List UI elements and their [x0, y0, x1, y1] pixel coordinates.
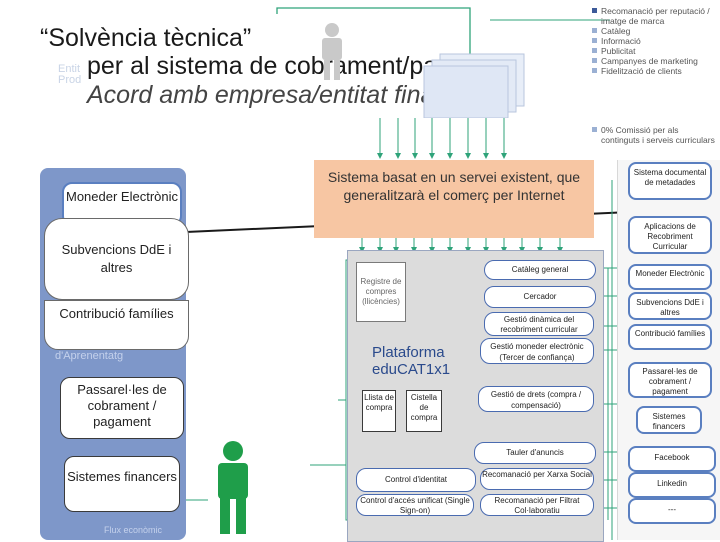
recomanacio-filtrat-label: Recomanació per Filtrat Col·laboratiu — [494, 496, 580, 515]
left-sistemes-box[interactable]: Sistemes financers — [64, 456, 180, 512]
right-more-label: --- — [668, 505, 676, 514]
benefit-item: Publicitat — [592, 46, 716, 56]
cataleg-pill[interactable]: Catàleg general — [484, 260, 596, 280]
right-metadades-label: Sistema documental de metadades — [633, 168, 707, 187]
right-contribucio-label: Contribució famílies — [634, 329, 706, 338]
left-contribucio-label: Contribució famílies — [59, 306, 174, 321]
control-identitat-label: Control d'identitat — [384, 475, 447, 484]
recomanacio-filtrat-pill[interactable]: Recomanació per Filtrat Col·laboratiu — [480, 494, 594, 516]
llista-box[interactable]: Llista de compra — [362, 390, 396, 432]
benefit-item: Recomanació per reputació / imatge de ma… — [592, 6, 716, 26]
left-subvencions-label: Subvencions DdE i altres — [61, 242, 172, 275]
right-facebook-box[interactable]: Facebook — [628, 446, 716, 472]
cercador-pill[interactable]: Cercador — [484, 286, 596, 308]
left-subvencions-box[interactable]: Subvencions DdE i altres — [44, 218, 189, 300]
right-metadades-box[interactable]: Sistema documental de metadades — [628, 162, 712, 200]
cercador-label: Cercador — [523, 292, 557, 301]
recomanacio-xarxa-pill[interactable]: Recomanació per Xarxa Social — [480, 468, 594, 490]
left-sistemes-label: Sistemes financers — [67, 469, 177, 484]
platform-name: Plataforma eduCAT1x1 — [372, 344, 451, 378]
right-aplicacions-box[interactable]: Aplicacions de Recobriment Curricular — [628, 216, 712, 254]
ghost-aprenentatge: d'Aprenentatg — [55, 350, 124, 362]
right-subvencions-label: Subvencions DdE i altres — [636, 298, 704, 317]
commission-item: 0% Comissió per als continguts i serveis… — [592, 125, 716, 145]
gestio-drets-label: Gestió de drets (compra / compensació) — [490, 390, 582, 410]
benefit-list: Recomanació per reputació / imatge de ma… — [592, 6, 716, 76]
control-acces-pill[interactable]: Control d'accés unificat (Single Sign-on… — [356, 494, 474, 516]
recomanacio-xarxa-label: Recomanació per Xarxa Social — [482, 470, 592, 479]
right-subvencions-box[interactable]: Subvencions DdE i altres — [628, 292, 712, 320]
tauler-label: Tauler d'anuncis — [506, 448, 564, 457]
left-contribucio-box[interactable]: Contribució famílies — [44, 300, 189, 350]
right-moneder-box[interactable]: Moneder Electrònic — [628, 264, 712, 290]
right-linkedin-box[interactable]: Linkedin — [628, 472, 716, 498]
cistella-label: Cistella de compra — [410, 393, 438, 422]
title-line-1: “Solvència tècnica” — [40, 24, 252, 52]
right-passarel-box[interactable]: Passarel·les de cobrament / pagament — [628, 362, 712, 398]
ghost-text-2: Prod — [58, 74, 82, 86]
right-sistemes-label: Sistemes financers — [652, 412, 686, 431]
cataleg-label: Catàleg general — [511, 265, 569, 274]
right-contribucio-box[interactable]: Contribució famílies — [628, 324, 712, 350]
system-description: Sistema basat en un servei existent, que… — [327, 169, 581, 203]
benefit-item: Fidelització de clients — [592, 66, 716, 76]
left-passarel-label: Passarel·les de cobrament / pagament — [77, 382, 167, 429]
stacked-pages-icon — [423, 53, 525, 118]
recobriment-pill[interactable]: Gestió dinàmica del recobriment curricul… — [484, 312, 594, 336]
tauler-pill[interactable]: Tauler d'anuncis — [474, 442, 596, 464]
commission-list: 0% Comissió per als continguts i serveis… — [592, 125, 716, 145]
gestio-drets-pill[interactable]: Gestió de drets (compra / compensació) — [478, 386, 594, 412]
benefit-item: Campanyes de marketing — [592, 56, 716, 66]
person-green-icon — [218, 441, 248, 534]
registre-box[interactable]: Registre de compres (llicències) — [356, 262, 406, 322]
right-passarel-label: Passarel·les de cobrament / pagament — [642, 367, 698, 396]
llista-label: Llista de compra — [364, 393, 394, 412]
right-more-box[interactable]: --- — [628, 498, 716, 524]
registre-label: Registre de compres (llicències) — [360, 277, 402, 306]
right-sistemes-box[interactable]: Sistemes financers — [636, 406, 702, 434]
control-identitat-pill[interactable]: Control d'identitat — [356, 468, 476, 492]
person-grey-icon — [322, 23, 342, 80]
platform-arrows — [359, 238, 563, 253]
left-moneder-label: Moneder Electrònic — [66, 189, 178, 204]
moneder-electronic-pill[interactable]: Gestió moneder electrònic (Tercer de con… — [480, 338, 594, 364]
moneder-electronic-label: Gestió moneder electrònic (Tercer de con… — [490, 342, 584, 362]
benefit-item: Informació — [592, 36, 716, 46]
cistella-box[interactable]: Cistella de compra — [406, 390, 442, 432]
right-aplicacions-label: Aplicacions de Recobriment Curricular — [644, 222, 696, 251]
system-description-box — [314, 160, 594, 238]
control-acces-label: Control d'accés unificat (Single Sign-on… — [360, 496, 470, 515]
ghost-text-1: Entit — [58, 63, 81, 75]
right-moneder-label: Moneder Electrònic — [635, 269, 705, 278]
cloud-arrows — [377, 118, 507, 159]
recobriment-label: Gestió dinàmica del recobriment curricul… — [500, 315, 578, 334]
benefit-item: Catàleg — [592, 26, 716, 36]
right-facebook-label: Facebook — [654, 453, 690, 462]
ghost-flux-economic: Flux econòmic — [104, 525, 163, 535]
left-passarel-box[interactable]: Passarel·les de cobrament / pagament — [60, 377, 184, 439]
right-linkedin-label: Linkedin — [657, 479, 687, 488]
